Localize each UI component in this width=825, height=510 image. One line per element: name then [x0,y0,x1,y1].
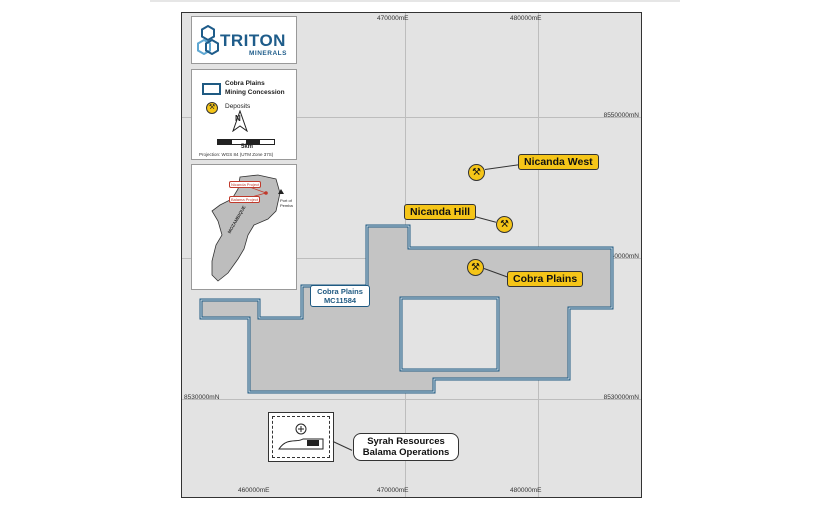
concession-label[interactable]: Cobra Plains MC11584 [310,285,370,307]
concession-swatch [202,83,221,95]
inset-nicanda-label: Nicanda Project [229,181,262,188]
legend-deposits-label: Deposits [225,103,251,110]
inset-port-label: Port of Pemba [280,198,293,208]
easting-label-bottom: 480000mE [510,487,542,494]
northing-label-left: 8530000mN [184,394,220,401]
north-label: N [235,114,241,123]
northing-label-right: 8550000mN [603,112,639,119]
mine-site-icon [278,423,324,450]
grid-line-northing-8530 [182,399,641,400]
north-arrow-icon [232,110,248,132]
projection-note: Projection: WGS 84 (UTM Zone 37S) [199,152,274,157]
logo-panel: TRITON MINERALS [191,16,297,64]
inset-port-line1: Port of [280,198,292,203]
concession-name: Cobra Plains [317,287,363,296]
inset-map-panel: Nicanda Project Balama Project Port of P… [191,164,297,290]
deposit-marker-nicanda-hill-icon[interactable]: ⚒ [496,216,513,233]
top-divider [150,0,680,2]
inset-balama-label: Balama Project [229,196,261,203]
map-frame[interactable]: 470000mE 480000mE 460000mE 470000mE 4800… [181,12,642,498]
hexagon-logo-icon [197,25,219,55]
legend-concession-line2: Mining Concession [225,89,285,96]
northing-label-right: 8540000mN [603,253,639,260]
syrah-operations-label[interactable]: Syrah Resources Balama Operations [353,433,459,461]
concession-polygon[interactable] [182,13,641,497]
concession-code: MC11584 [323,296,357,305]
easting-label-top: 480000mE [510,15,542,22]
legend-concession-label: Cobra Plains Mining Concession [225,79,285,97]
company-name: TRITON [220,31,286,50]
deposit-marker-cobra-plains-icon[interactable]: ⚒ [467,259,484,276]
grid-line-northing-8550 [182,117,641,118]
syrah-line2: Balama Operations [362,447,450,458]
easting-label-bottom: 470000mE [377,487,409,494]
syrah-site-border [272,416,330,458]
deposit-legend-icon: ⚒ [206,102,218,114]
easting-label-top: 470000mE [377,15,409,22]
deposit-callout-nicanda-west[interactable]: Nicanda West [518,154,599,170]
syrah-line1: Syrah Resources [367,436,445,447]
legend-concession-line1: Cobra Plains [225,80,265,87]
deposit-callout-cobra-plains[interactable]: Cobra Plains [507,271,584,287]
inset-port-line2: Pemba [280,203,293,208]
scale-label: 5km [241,144,254,150]
legend-panel: Cobra Plains Mining Concession ⚒ Deposit… [191,69,297,160]
syrah-operations-site[interactable] [268,412,334,462]
easting-label-bottom: 460000mE [238,487,270,494]
deposit-marker-nicanda-west-icon[interactable]: ⚒ [468,164,485,181]
company-subtitle: MINERALS [249,50,287,57]
scale-bar [217,139,275,145]
deposit-callout-nicanda-hill[interactable]: Nicanda Hill [404,204,477,220]
northing-label-right: 8530000mN [603,394,639,401]
